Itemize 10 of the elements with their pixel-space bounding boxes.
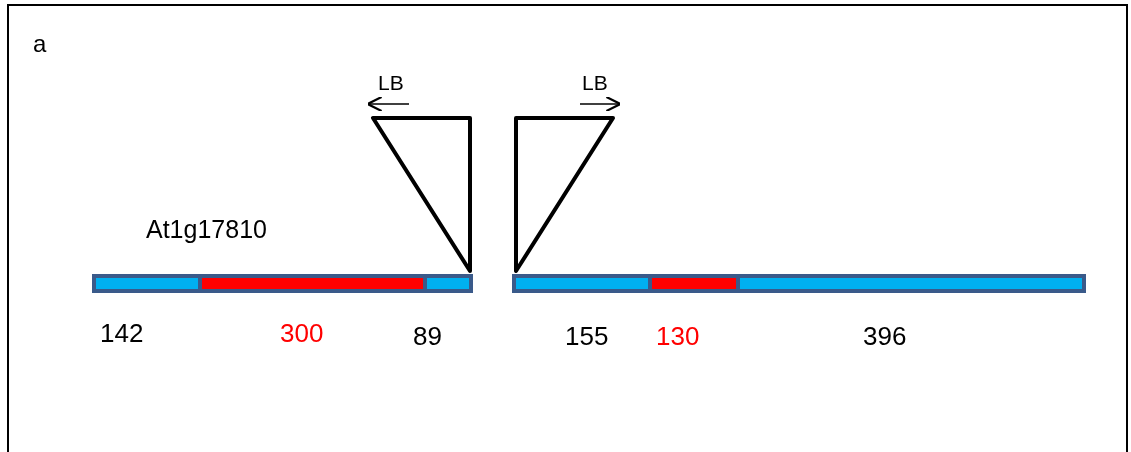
border-label: LB	[582, 72, 608, 93]
length-label: 142	[100, 320, 144, 346]
length-label: 396	[863, 323, 907, 349]
length-label: 130	[656, 323, 700, 349]
border-label: LB	[378, 72, 404, 93]
gene-name: At1g17810	[146, 217, 267, 242]
length-label: 89	[413, 323, 442, 349]
length-label: 155	[565, 323, 609, 349]
length-label: 300	[280, 320, 324, 346]
panel-letter: a	[33, 32, 47, 56]
